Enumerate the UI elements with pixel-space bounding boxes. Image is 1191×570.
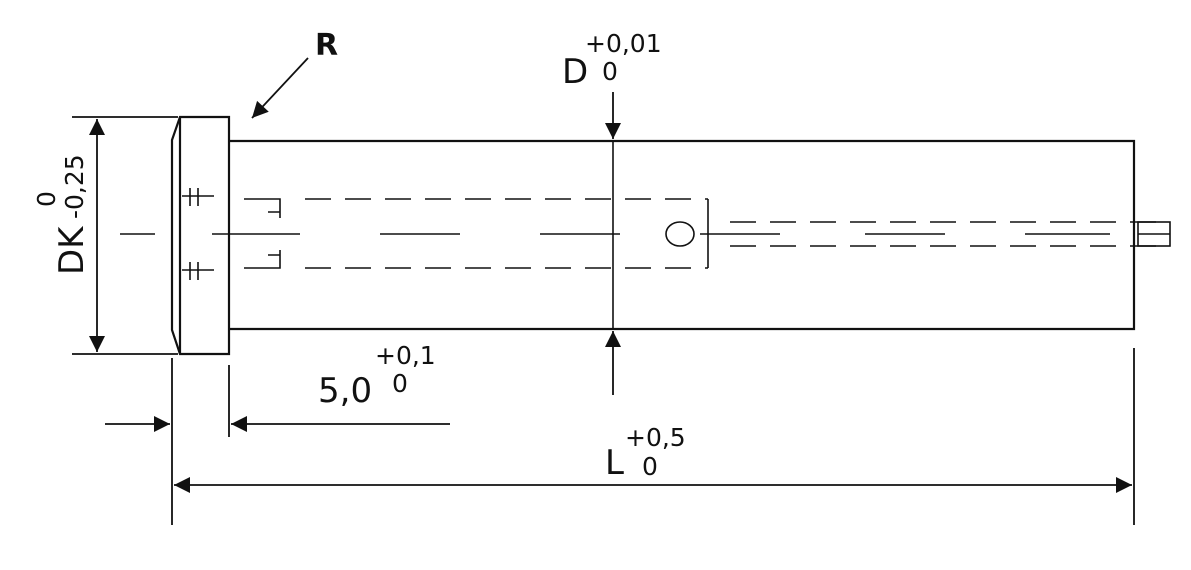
bore-start-mark-top [244, 198, 281, 218]
head-diameter-label: DK [52, 225, 92, 275]
pin-outline [170, 115, 1136, 356]
head-length-tol-upper: +0,1 [375, 341, 436, 370]
head-mark-top [182, 188, 214, 206]
radius-label: R [315, 28, 338, 63]
head-diameter-tol-lower: -0,25 [60, 154, 89, 219]
head-length-label: 5,0 [318, 371, 372, 411]
head-diameter-tol-upper: 0 [32, 191, 61, 207]
length-tol-lower: 0 [642, 452, 658, 481]
length-label: L [605, 443, 624, 483]
head-diameter-dimension [72, 116, 178, 355]
cross-hole [665, 221, 695, 247]
diameter-tolerance-lower: 0 [602, 57, 618, 86]
head-length-dimension [105, 358, 450, 525]
diameter-label: D [562, 52, 588, 92]
shank-outline [229, 139, 1136, 331]
bore-start-mark-bottom [244, 250, 281, 269]
head-mark-bottom [182, 262, 214, 280]
hidden-details [182, 188, 1171, 280]
diameter-tolerance-upper: +0,01 [585, 29, 662, 58]
radius-leader [251, 57, 309, 119]
hidden-lines [305, 198, 1170, 269]
length-dimension [174, 348, 1135, 525]
head-diameter-text: DK -0,25 0 [32, 154, 92, 275]
length-tol-upper: +0,5 [625, 423, 686, 452]
head-length-tol-lower: 0 [392, 369, 408, 398]
